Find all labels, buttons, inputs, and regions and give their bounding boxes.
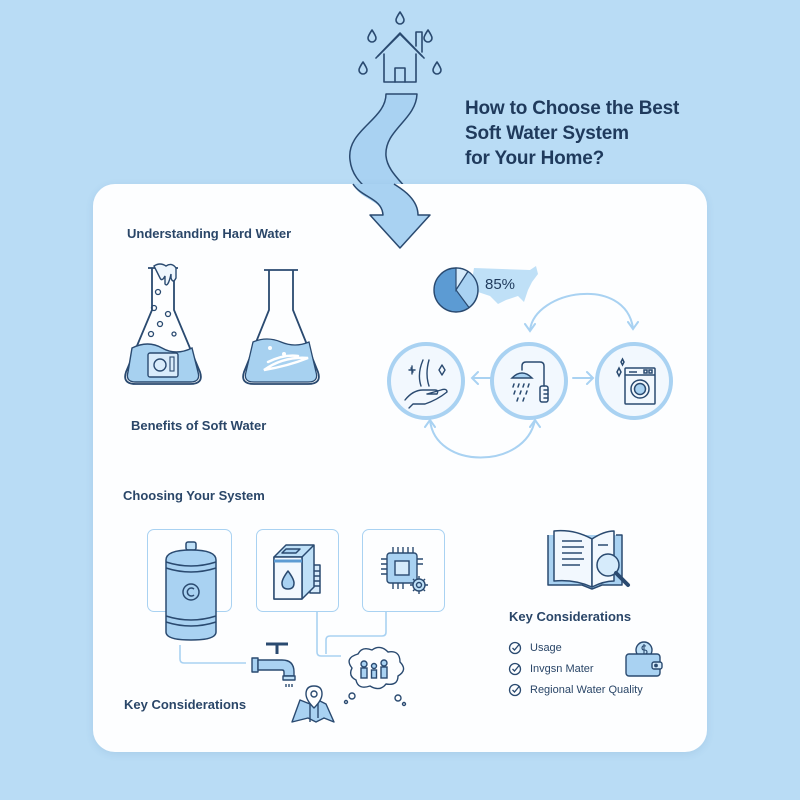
tank-icon: [165, 541, 217, 641]
considerations-list: Usage Invgsn Mater Regional Water Qualit…: [508, 637, 643, 700]
softener-box-icon: [273, 544, 321, 600]
check-circle-icon: [508, 683, 522, 696]
page-title: How to Choose the Best Soft Water System…: [465, 98, 680, 169]
faucet-icon: [251, 642, 296, 687]
check-circle-icon: [508, 641, 522, 654]
family-thought-icon: [343, 646, 407, 707]
hard-water-flask-icon: [124, 263, 202, 385]
washing-machine-icon: [616, 357, 656, 405]
key-considerations-left-label: Key Considerations: [124, 697, 247, 712]
system-option-softener[interactable]: [256, 529, 339, 612]
benefit-shower: [490, 342, 568, 420]
hand-water-icon: [404, 359, 448, 409]
book-search-icon: [547, 529, 630, 590]
wallet-icon: [625, 641, 663, 677]
check-circle-icon: [508, 662, 522, 675]
us-map-icon: [472, 266, 538, 304]
benefit-stat: 85%: [485, 276, 516, 293]
map-pin-icon: [291, 685, 335, 723]
connector-lines: [179, 612, 387, 664]
consideration-item: Invgsn Mater: [508, 658, 643, 679]
house-rain-icon: [358, 11, 442, 83]
chip-gear-icon: [381, 547, 428, 594]
system-option-smart[interactable]: [362, 529, 445, 612]
section-understanding-label: Understanding Hard Water: [127, 226, 292, 241]
pie-chart-icon: [433, 267, 479, 313]
consideration-item: Usage: [508, 637, 643, 658]
section-choosing-label: Choosing Your System: [123, 488, 265, 503]
cycle-arrows: [424, 292, 639, 459]
benefit-hand-water: [387, 342, 465, 420]
benefit-washing-machine: [595, 342, 673, 420]
shower-icon: [510, 361, 549, 403]
key-considerations-right-label: Key Considerations: [509, 609, 632, 624]
consideration-item: Regional Water Quality: [508, 679, 643, 700]
flow-arrow-tip: [352, 183, 431, 249]
soft-water-flask-icon: [242, 269, 320, 385]
section-benefits-label: Benefits of Soft Water: [131, 418, 267, 433]
